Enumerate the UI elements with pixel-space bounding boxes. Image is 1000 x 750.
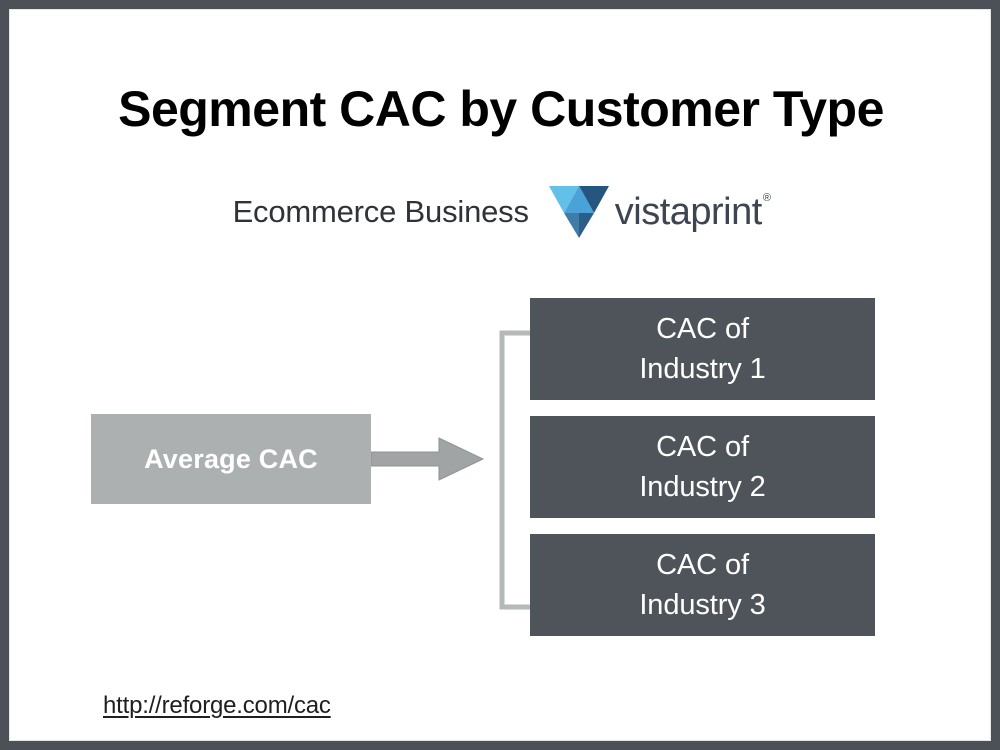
average-cac-node: Average CAC — [91, 414, 371, 504]
industry-node-2: CAC of Industry 2 — [530, 416, 875, 518]
average-cac-label: Average CAC — [144, 443, 318, 474]
vistaprint-wordmark: vistaprint® — [614, 191, 771, 233]
vistaprint-logo: vistaprint® — [548, 184, 771, 240]
page-title: Segment CAC by Customer Type — [118, 81, 884, 137]
subtitle-label: Ecommerce Business — [232, 194, 529, 229]
industry-node-3-line2: Industry 3 — [639, 589, 766, 621]
industry-node-3-line1: CAC of — [656, 548, 749, 581]
industry-node-3: CAC of Industry 3 — [530, 534, 875, 636]
industry-node-2-line2: Industry 2 — [639, 471, 766, 503]
vistaprint-wordmark-text: vistaprint — [614, 191, 763, 233]
split-bracket-connector — [499, 330, 534, 610]
industry-node-2-line1: CAC of — [656, 430, 749, 463]
slide-canvas: Segment CAC by Customer Type Ecommerce B… — [9, 9, 991, 741]
source-url-link[interactable]: http://reforge.com/cac — [103, 692, 331, 719]
flow-arrow-icon — [371, 437, 485, 481]
subtitle-row: Ecommerce Business vistaprint® — [10, 182, 992, 242]
industry-node-1-line2: Industry 1 — [639, 353, 766, 385]
vistaprint-logo-icon — [548, 186, 609, 238]
industry-node-1-line1: CAC of — [656, 312, 749, 345]
registered-trademark-icon: ® — [762, 192, 771, 205]
industry-node-1: CAC of Industry 1 — [530, 298, 875, 400]
